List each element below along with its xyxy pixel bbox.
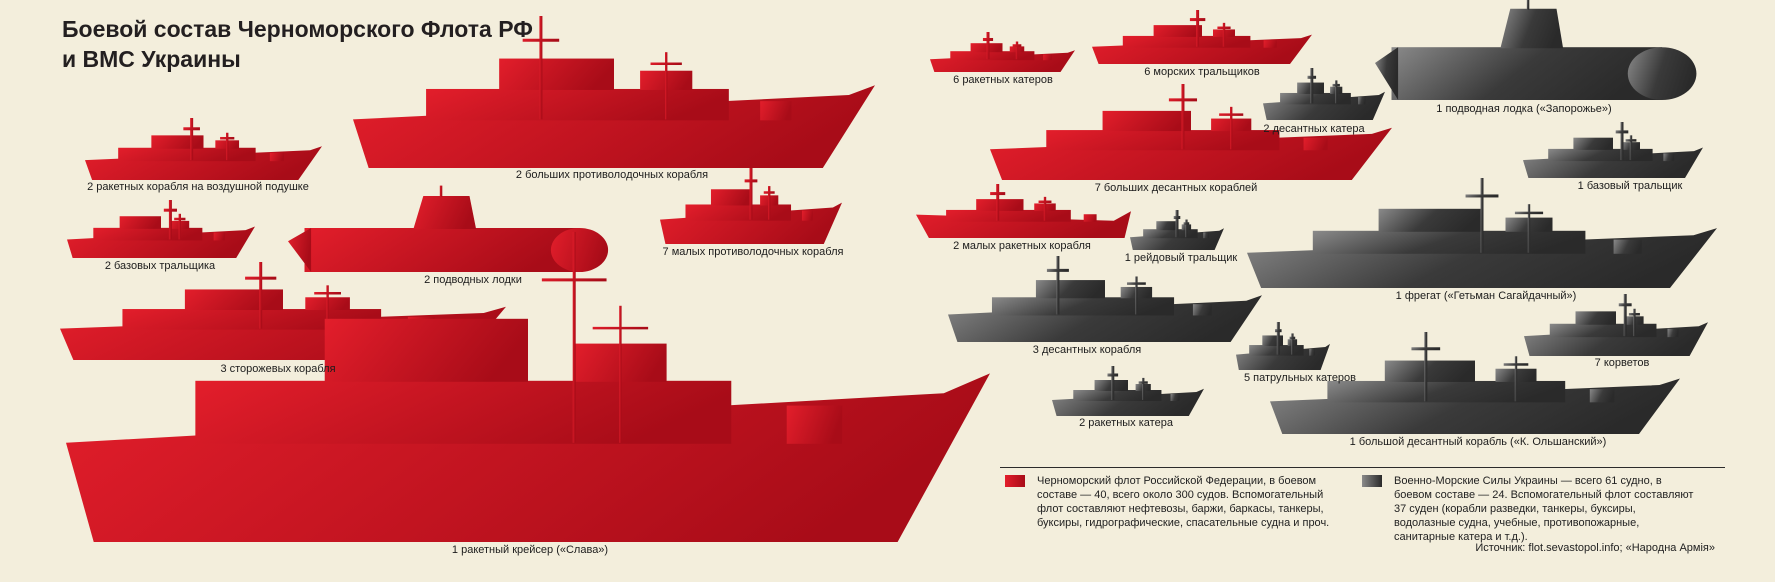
vessel-caption-ua-rt: 1 рейдовый тральщик — [1124, 252, 1238, 264]
ship-silhouette-ua-corvette — [1524, 294, 1708, 356]
title-line-1: Боевой состав Черноморского Флота РФ — [62, 16, 533, 42]
legend-text-ukraine: Военно-Морские Силы Украины — всего 61 с… — [1394, 475, 1694, 543]
ship-silhouette-ua-frigate — [1247, 178, 1717, 288]
title-line-2: и ВМС Украины — [62, 46, 241, 72]
ship-silhouette-ua-sub — [1375, 0, 1697, 100]
ship-silhouette-bt — [67, 200, 255, 258]
vessel-caption-bdk: 7 больших десантных кораблей — [1094, 182, 1258, 194]
ship-silhouette-kr — [66, 232, 990, 542]
vessel-caption-ua-bt: 1 базовый тральщик — [1577, 180, 1683, 192]
vessel-caption-ua-frigate: 1 фрегат («Гетьман Сагайдачный») — [1395, 290, 1577, 302]
ship-silhouette-ua-rt — [1130, 210, 1224, 250]
vessel-caption-ua-dk: 3 десантных корабля — [1032, 344, 1142, 356]
vessel-caption-bpk: 2 больших противолодочных корабля — [515, 169, 709, 181]
vessel-caption-ua-rka: 2 ракетных катера — [1079, 417, 1173, 429]
legend-swatch-ukraine — [1362, 475, 1382, 487]
ship-silhouette-ua-dk — [948, 256, 1262, 342]
ship-silhouette-bdk — [990, 84, 1392, 180]
legend-divider — [1000, 467, 1725, 468]
source-note: Источник: flot.sevastopol.info; «Народна… — [1475, 542, 1715, 554]
legend-text-russia: Черноморский флот Российской Федерации, … — [1037, 475, 1330, 529]
ship-silhouette-ua-pka — [1236, 322, 1330, 370]
vessel-caption-ua-sub: 1 подводная лодка («Запорожье») — [1436, 103, 1612, 115]
ship-silhouette-bpk — [353, 16, 875, 168]
ship-silhouette-mpk — [660, 168, 842, 244]
vessel-caption-ua-dka: 2 десантных катера — [1263, 123, 1365, 135]
ship-silhouette-rka — [930, 32, 1075, 72]
vessel-caption-skr: 3 сторожевых корабля — [220, 363, 336, 375]
vessel-caption-mpk: 7 малых противолодочных корабля — [662, 246, 844, 258]
ship-silhouette-sub — [288, 185, 609, 272]
infographic-title: Боевой состав Черноморского Флота РФ и В… — [62, 14, 533, 74]
vessel-caption-ua-bdk: 1 большой десантный корабль («К. Ольшанс… — [1349, 436, 1607, 448]
ship-silhouette-ua-bdk — [1270, 332, 1680, 434]
ship-silhouette-mrk — [916, 184, 1131, 238]
vessel-caption-sub: 2 подводных лодки — [424, 274, 522, 286]
ship-silhouette-mt — [1092, 10, 1312, 64]
vessel-caption-rk-hover: 2 ракетных корабля на воздушной подушке — [87, 181, 309, 193]
ship-silhouette-ua-bt — [1523, 122, 1703, 178]
vessel-caption-bt: 2 базовых тральщика — [104, 260, 216, 272]
vessel-caption-mt: 6 морских тральщиков — [1144, 66, 1260, 78]
vessel-caption-ua-pka: 5 патрульных катеров — [1243, 372, 1357, 384]
ship-silhouette-ua-dka — [1263, 68, 1385, 120]
vessel-caption-rka: 6 ракетных катеров — [953, 74, 1053, 86]
legend-swatch-russia — [1005, 475, 1025, 487]
vessel-caption-mrk: 2 малых ракетных корабля — [953, 240, 1091, 252]
ship-silhouette-ua-rka — [1052, 366, 1204, 416]
vessel-caption-kr: 1 ракетный крейсер («Слава») — [451, 544, 609, 556]
ship-silhouette-rk-hover — [85, 118, 322, 180]
vessel-caption-ua-corvette: 7 корветов — [1594, 357, 1650, 369]
